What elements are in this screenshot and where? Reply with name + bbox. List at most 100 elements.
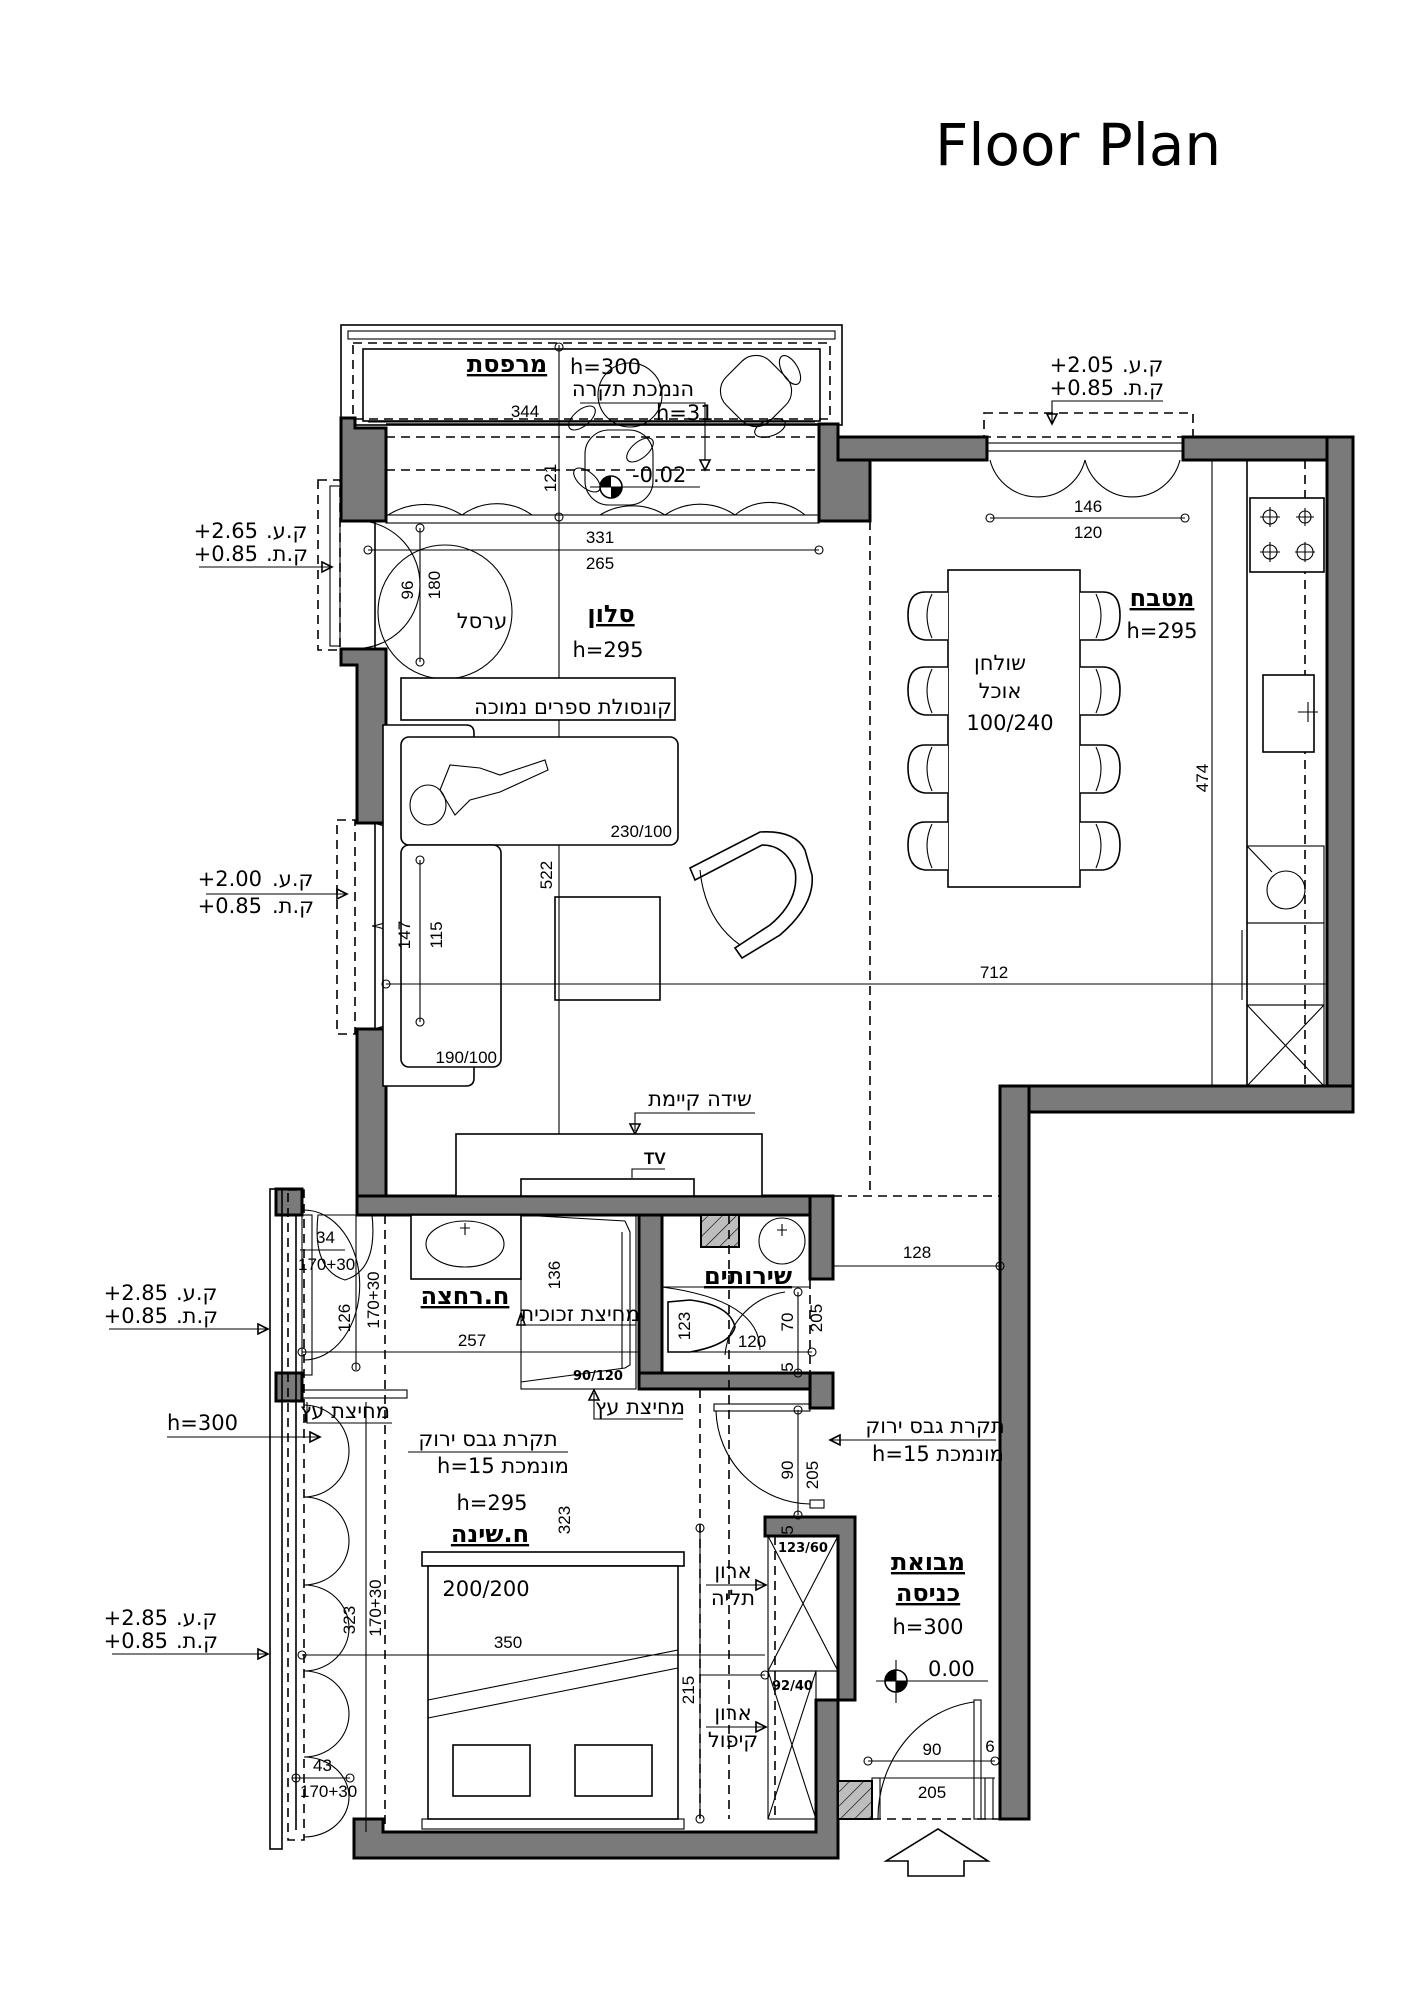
bath-window-top-code: ק.ע. (176, 1281, 217, 1305)
closet-size-1: 123/60 (778, 1541, 828, 1556)
chair-icon (907, 744, 948, 794)
bedroom-window-bottom-code: ק.ת. (176, 1629, 218, 1653)
balcony-level: -0.02 (632, 463, 686, 487)
living-window-1-bottom-code: ק.ת. (266, 542, 308, 566)
vanity (410, 1214, 522, 1280)
dim-kitchen-window-146: 146 (1074, 497, 1102, 516)
chair-icon (907, 591, 948, 641)
dim-overall-width: 712 (980, 963, 1008, 982)
bathroom: 34 170+30 126 170+30 ח.רחצה 136 מחיצת זכ… (269, 1188, 685, 1850)
dim-wc-205: 205 (807, 1304, 826, 1332)
bedroom-height: h=295 (457, 1491, 528, 1515)
shower (520, 1214, 637, 1390)
hammock-label: ערסל (457, 609, 508, 633)
closet-size-2: 92/40 (772, 1679, 813, 1694)
bedroom: 323 170+30 43 170+30 תקרת גבס ירוק מונמכ… (104, 1281, 839, 1838)
hanging-closet-label-2: תליה (711, 1586, 755, 1610)
balcony-height: h=300 (570, 355, 641, 379)
kitchen-window-bottom-level: +0.85 (1050, 376, 1114, 400)
dim-bath-width: 257 (458, 1331, 486, 1350)
room-name-entrance-1: מבואת (891, 1548, 965, 1576)
dim-bedroom-170-30: 170+30 (366, 1579, 385, 1636)
dim-kitchen-window-120: 120 (1074, 523, 1102, 542)
dim-entrance-205: 205 (918, 1783, 946, 1802)
living-window-1-bottom-level: +0.85 (194, 542, 258, 566)
bed-size: 200/200 (442, 1577, 529, 1601)
dim-bedroom-43: 43 (313, 1756, 332, 1775)
dim-bath-34: 34 (316, 1228, 335, 1247)
living-window-1-top-code: ק.ע. (266, 519, 307, 543)
sofa-large (400, 736, 679, 846)
dining-table-size: 100/240 (966, 711, 1053, 735)
living-window-2-top-level: +2.00 (198, 867, 262, 891)
toilet-icon (667, 1299, 736, 1353)
wood-partition-label-left: מחיצת עץ (300, 1399, 390, 1423)
dim-entrance-90: 90 (923, 1740, 942, 1759)
bedroom-window-top-code: ק.ע. (176, 1606, 217, 1630)
ceiling-drop-height: h=31 (656, 401, 714, 425)
dim-bath-170-30-b: 170+30 (364, 1271, 383, 1328)
entrance: 90 205 5 תקרת גבס ירוק מונמכת h=15 מבואת… (713, 1403, 1005, 1877)
bedroom-window-top-level: +2.85 (104, 1606, 168, 1630)
person-icon (409, 759, 549, 826)
bedroom-window-bottom-level: +0.85 (104, 1629, 168, 1653)
low-bookshelf-label: קונסולת ספרים נמוכה (474, 695, 672, 719)
dim-window-115: 115 (427, 921, 446, 948)
room-name-bathroom: ח.רחצה (421, 1282, 510, 1310)
tv (520, 1178, 695, 1197)
kitchen-window-top-level: +2.05 (1050, 353, 1114, 377)
tv-label: TV (644, 1149, 666, 1168)
dim-wc-5: 5 (778, 1362, 797, 1371)
chair-icon (1080, 821, 1121, 871)
dim-door-205: 205 (803, 1461, 822, 1489)
bath-window-top-level: +2.85 (104, 1281, 168, 1305)
entrance-height: h=300 (893, 1615, 964, 1639)
dim-bed-215: 215 (679, 1676, 698, 1704)
dim-living-width-1: 331 (586, 528, 614, 547)
living-room: 331 265 96 180 ערסל סלון h=295 קונסולת ס… (194, 479, 1327, 1197)
hatched-column (837, 1780, 873, 1820)
dim-bedroom-170-30-b: 170+30 (300, 1782, 357, 1801)
level-marker-icon (590, 475, 700, 499)
dim-bath-170-30-a: 170+30 (298, 1255, 355, 1274)
dim-bedroom-width: 350 (494, 1633, 522, 1652)
room-name-kitchen: מטבח (1130, 584, 1195, 612)
ceiling-drop-label: הנמכת תקרה (572, 377, 694, 401)
dim-bath-126: 126 (335, 1304, 354, 1332)
dim-wc-70: 70 (778, 1313, 797, 1332)
entrance-level: 0.00 (928, 1657, 975, 1681)
dining-chairs (907, 591, 1121, 871)
sofa-small-size: 190/100 (436, 1048, 497, 1067)
wc: שירותים 123 120 70 205 5 (661, 1215, 826, 1819)
dim-door-90: 90 (778, 1461, 797, 1480)
page-title: Floor Plan (935, 111, 1221, 179)
room-name-living: סלון (587, 600, 634, 628)
room-name-entrance-2: כניסה (896, 1579, 960, 1607)
sofa-small (400, 844, 502, 1068)
room-name-wc: שירותים (704, 1262, 792, 1290)
dim-living-width-2: 265 (586, 554, 614, 573)
room-name-balcony: מרפסת (467, 350, 547, 378)
chair-icon (907, 821, 948, 871)
folding-closet-label-1: ארון (714, 1701, 751, 1725)
fridge (1246, 922, 1325, 1006)
armchair-icon (688, 831, 813, 960)
glass-partition-label: מחיצת זכוכית (520, 1302, 639, 1326)
pillow (574, 1744, 653, 1797)
kitchen-window-top-code: ק.ע. (1122, 353, 1163, 377)
hatched-shaft (700, 1214, 740, 1248)
bedroom-ceiling-label: תקרת גבס ירוק (418, 1427, 557, 1451)
bedroom-window-height: h=300 (167, 1411, 238, 1435)
low-bookshelf (400, 677, 676, 721)
cooktop-icon (1249, 497, 1325, 573)
folding-closet (767, 1670, 817, 1820)
living-window-2-top-code: ק.ע. (272, 867, 313, 891)
living-window-2-bottom-code: ק.ת. (272, 894, 314, 918)
chair-icon (907, 666, 948, 716)
dim-door-5: 5 (778, 1525, 797, 1534)
wood-partition-left (301, 1389, 408, 1399)
chair-icon (1080, 666, 1121, 716)
kitchen-sink-icon (1262, 674, 1318, 753)
dining-table-label-1: שולחן (974, 651, 1026, 675)
dim-living-length: 522 (537, 861, 556, 889)
